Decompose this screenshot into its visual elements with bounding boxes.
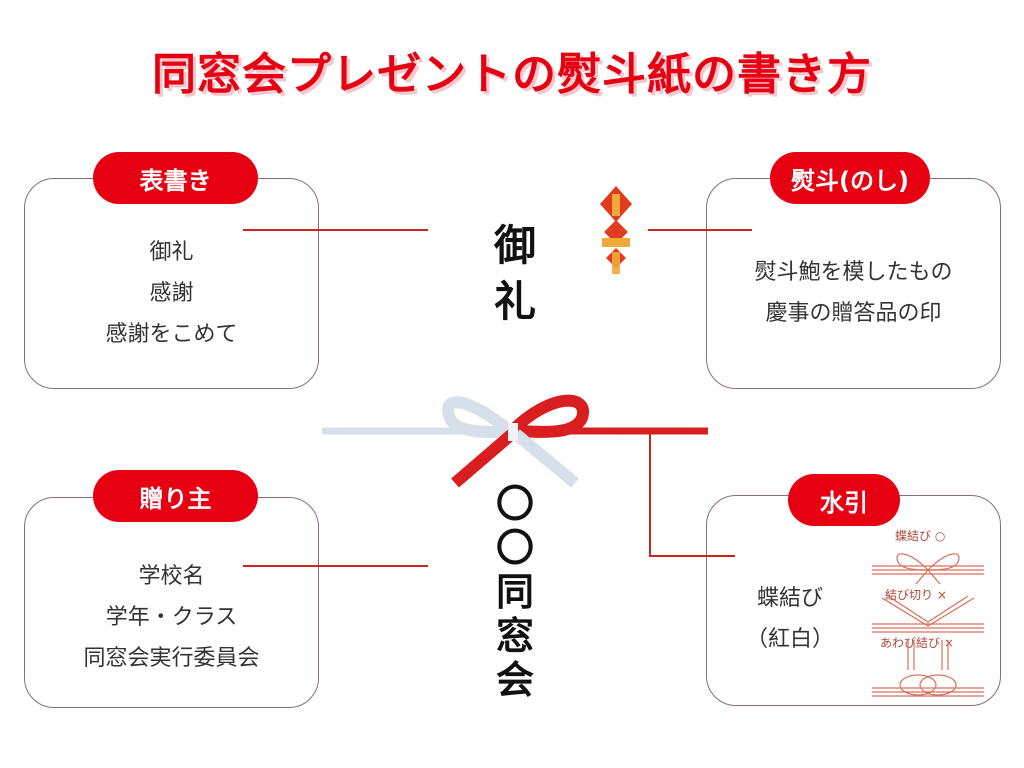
content-line: 学校名 bbox=[138, 564, 205, 589]
content-line: 感謝 bbox=[149, 281, 194, 306]
mizuhiki-box bbox=[706, 495, 1001, 706]
content-line: 蝶結び bbox=[756, 586, 823, 611]
mizuhiki-type-label: 蝶結び ○ bbox=[895, 529, 946, 543]
connector-line bbox=[243, 565, 428, 567]
envelope-char: 会 bbox=[495, 657, 534, 702]
envelope-sender: 〇 〇 同 窓 会 bbox=[485, 482, 545, 702]
noshi-box bbox=[706, 178, 1001, 389]
envelope-char: 同 bbox=[495, 569, 534, 614]
omotegaki-content: 御礼 感謝 感謝をこめて bbox=[24, 232, 319, 355]
omotegaki-box bbox=[24, 178, 319, 389]
connector-line bbox=[649, 432, 651, 556]
content-line: 学年・クラス bbox=[105, 605, 238, 630]
okurinushi-label: 贈り主 bbox=[93, 470, 258, 522]
envelope-char: 〇 bbox=[495, 481, 534, 526]
page-title: 同窓会プレゼントの熨斗紙の書き方 bbox=[152, 49, 872, 100]
envelope-char: 御 bbox=[493, 221, 536, 270]
envelope-char: 礼 bbox=[493, 277, 536, 326]
noshi-content: 熨斗鮑を模したもの 慶事の贈答品の印 bbox=[706, 252, 1001, 334]
content-line: 熨斗鮑を模したもの bbox=[754, 260, 953, 285]
mizuhiki-content: 蝶結び （紅白） bbox=[720, 578, 860, 660]
envelope-char: 窓 bbox=[495, 613, 534, 658]
connector-line bbox=[243, 229, 428, 231]
envelope-omotegaki: 御 礼 bbox=[485, 218, 545, 330]
content-line: 御礼 bbox=[149, 240, 194, 265]
mizuhiki-label: 水引 bbox=[788, 474, 900, 526]
connector-line bbox=[649, 555, 735, 557]
mizuhiki-type-label: あわび結び × bbox=[880, 636, 954, 650]
content-line: 慶事の贈答品の印 bbox=[765, 301, 942, 326]
content-line: 同窓会実行委員会 bbox=[83, 646, 260, 671]
content-line: 感謝をこめて bbox=[105, 322, 238, 347]
content-line: （紅白） bbox=[745, 627, 834, 652]
okurinushi-box bbox=[24, 497, 319, 708]
noshi-ornament-icon bbox=[600, 186, 632, 274]
okurinushi-content: 学校名 学年・クラス 同窓会実行委員会 bbox=[24, 556, 319, 679]
envelope-char: 〇 bbox=[495, 525, 534, 570]
mizuhiki-types-illustration bbox=[872, 553, 984, 697]
mizuhiki-bow-icon bbox=[322, 394, 708, 488]
connector-line bbox=[648, 229, 752, 231]
omotegaki-label: 表書き bbox=[93, 152, 258, 204]
noshi-label: 熨斗(のし) bbox=[770, 152, 930, 204]
mizuhiki-type-label: 結び切り × bbox=[885, 588, 947, 602]
